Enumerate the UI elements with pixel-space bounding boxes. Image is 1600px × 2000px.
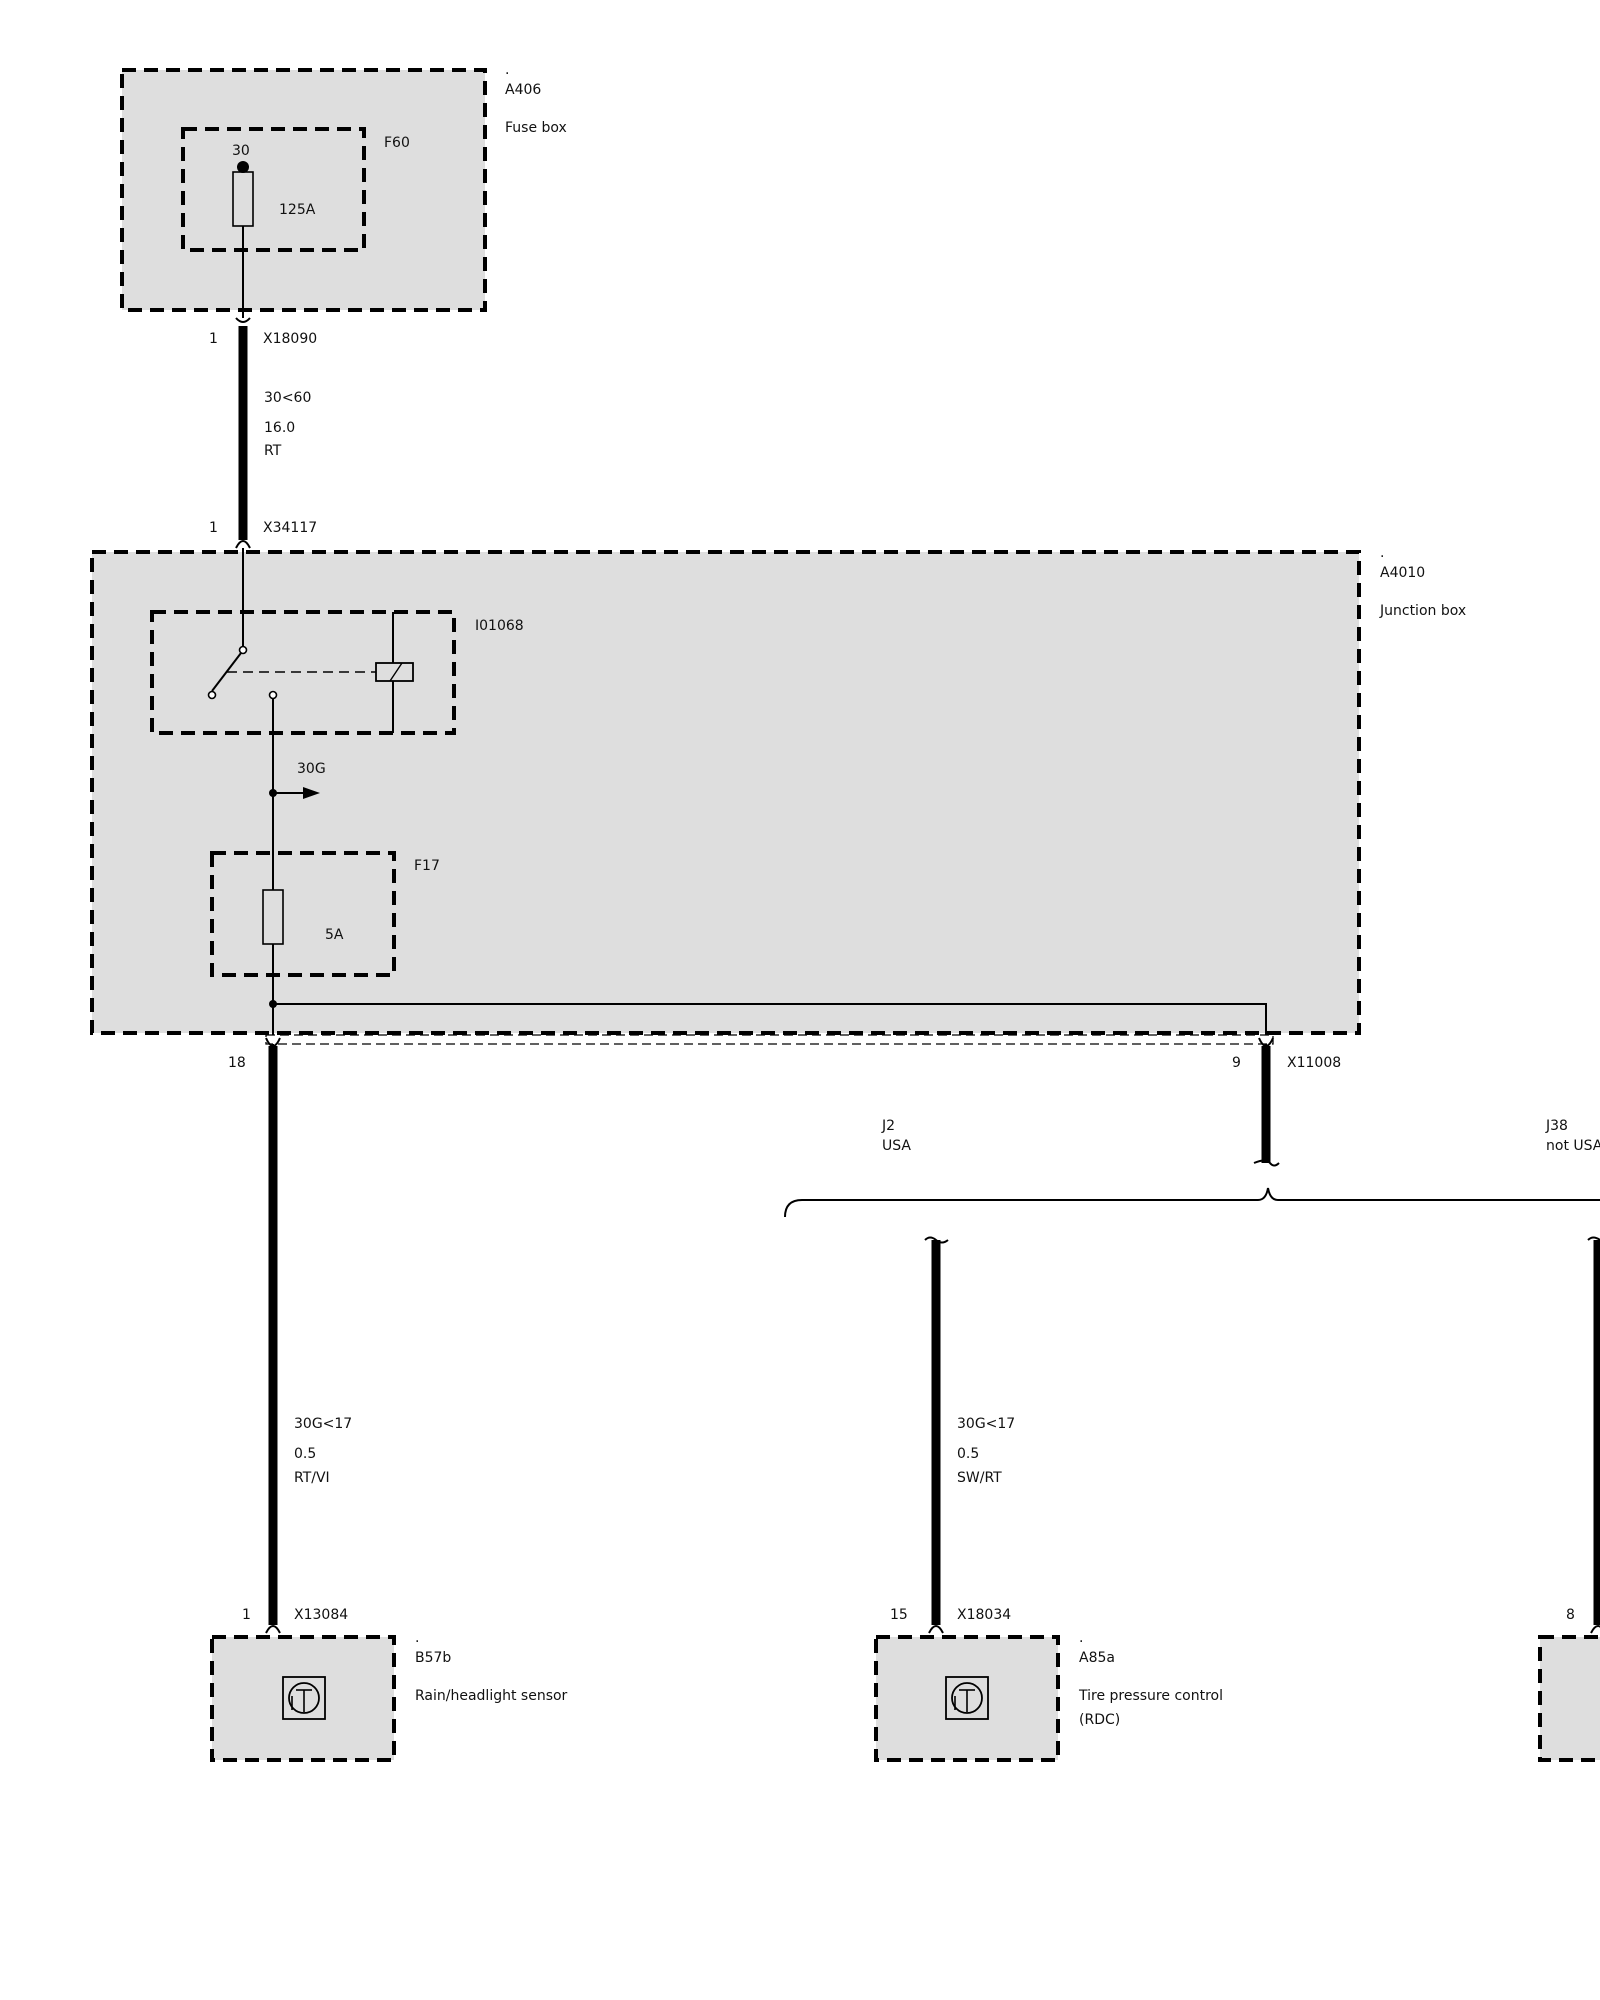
right-component-partial — [1538, 1635, 1600, 1762]
wire-rain-signal: 30G<17 — [294, 1416, 352, 1432]
x34117-id: X34117 — [263, 520, 317, 536]
rdc-name-line1: Tire pressure control — [1078, 1688, 1223, 1704]
wire-main-size: 16.0 — [264, 420, 295, 436]
rdc-dot: . — [1079, 1630, 1083, 1646]
relay-switch-arm — [211, 652, 242, 692]
x11008-id: X11008 — [1287, 1055, 1341, 1071]
arrow-30g-icon — [303, 787, 320, 799]
connector-strip-outline — [265, 1034, 1274, 1045]
rain-sensor-dot: . — [415, 1630, 419, 1646]
relay-id: I01068 — [475, 618, 524, 634]
fuse-f60-outline — [181, 127, 366, 252]
x34117-pin: 1 — [209, 520, 218, 536]
fuse-box-id: A406 — [505, 82, 541, 98]
relay-coil-diagonal — [389, 662, 403, 682]
variant-j2-code: J2 — [881, 1118, 895, 1134]
x18090-pin: 1 — [209, 331, 218, 347]
x18090-id: X18090 — [263, 331, 317, 347]
wire-internal-to-x11008 — [273, 1003, 1267, 1045]
fuse-box-name: Fuse box — [505, 120, 567, 136]
connector-x13084-symbol — [265, 1625, 281, 1634]
wire-main-signal: 30<60 — [264, 390, 311, 406]
fuse-f60-id: F60 — [384, 135, 410, 151]
variant-j38-code: J38 — [1545, 1118, 1568, 1134]
wire-break-top — [1253, 1159, 1280, 1167]
rdc-name-line2: (RDC) — [1079, 1712, 1120, 1728]
fuse-f60-terminal: 30 — [232, 143, 250, 159]
x18034-id: X18034 — [957, 1607, 1011, 1623]
variant-j38-label: not USA — [1546, 1138, 1600, 1154]
fuse-f17-id: F17 — [414, 858, 440, 874]
rain-sensor-b57b — [210, 1635, 396, 1762]
variant-brace — [784, 1187, 1600, 1218]
relay-i01068-outline — [150, 610, 456, 735]
junction-box-dot: . — [1380, 545, 1384, 561]
terminal-30g-label: 30G — [297, 761, 326, 777]
rdc-id: A85a — [1079, 1650, 1115, 1666]
connector-x18034-symbol — [928, 1625, 944, 1634]
fuse-f60-rating: 125A — [279, 202, 316, 218]
x11008-pin: 9 — [1232, 1055, 1241, 1071]
wire-rdc-color: SW/RT — [957, 1470, 1002, 1486]
connector-x34117-symbol — [235, 540, 251, 549]
rain-sensor-id: B57b — [415, 1650, 451, 1666]
fuse-f17-outline — [210, 851, 396, 977]
x13084-pin: 1 — [242, 1607, 251, 1623]
relay-coil — [375, 662, 414, 682]
relay-contact-nc — [207, 690, 217, 700]
variant-j2-label: USA — [882, 1138, 911, 1154]
wire-break-right — [1587, 1236, 1600, 1241]
relay-contact-common — [238, 645, 248, 655]
x18034-pin: 15 — [890, 1607, 908, 1623]
fuse-f17-rating: 5A — [325, 927, 344, 943]
connector-x18090-symbol — [235, 317, 251, 323]
junction-box-id: A4010 — [1380, 565, 1425, 581]
wire-rain-size: 0.5 — [294, 1446, 316, 1462]
connector-right-symbol — [1590, 1625, 1600, 1634]
sensor-icon — [282, 1676, 326, 1720]
control-unit-icon — [945, 1676, 989, 1720]
wire-rdc-signal: 30G<17 — [957, 1416, 1015, 1432]
wire-rdc-size: 0.5 — [957, 1446, 979, 1462]
x13084-id: X13084 — [294, 1607, 348, 1623]
fuse-box-a406 — [120, 68, 487, 312]
rain-sensor-name: Rain/headlight sensor — [415, 1688, 568, 1704]
fuse-box-dot: . — [505, 62, 509, 78]
right-connector-pin: 8 — [1566, 1607, 1575, 1623]
terminal-30-dot — [237, 161, 249, 173]
wire-main-color: RT — [264, 443, 282, 459]
relay-contact-no — [268, 690, 278, 700]
junction-box-name: Junction box — [1379, 603, 1466, 619]
wire-rain-color: RT/VI — [294, 1470, 330, 1486]
connector-18-pin: 18 — [228, 1055, 246, 1071]
